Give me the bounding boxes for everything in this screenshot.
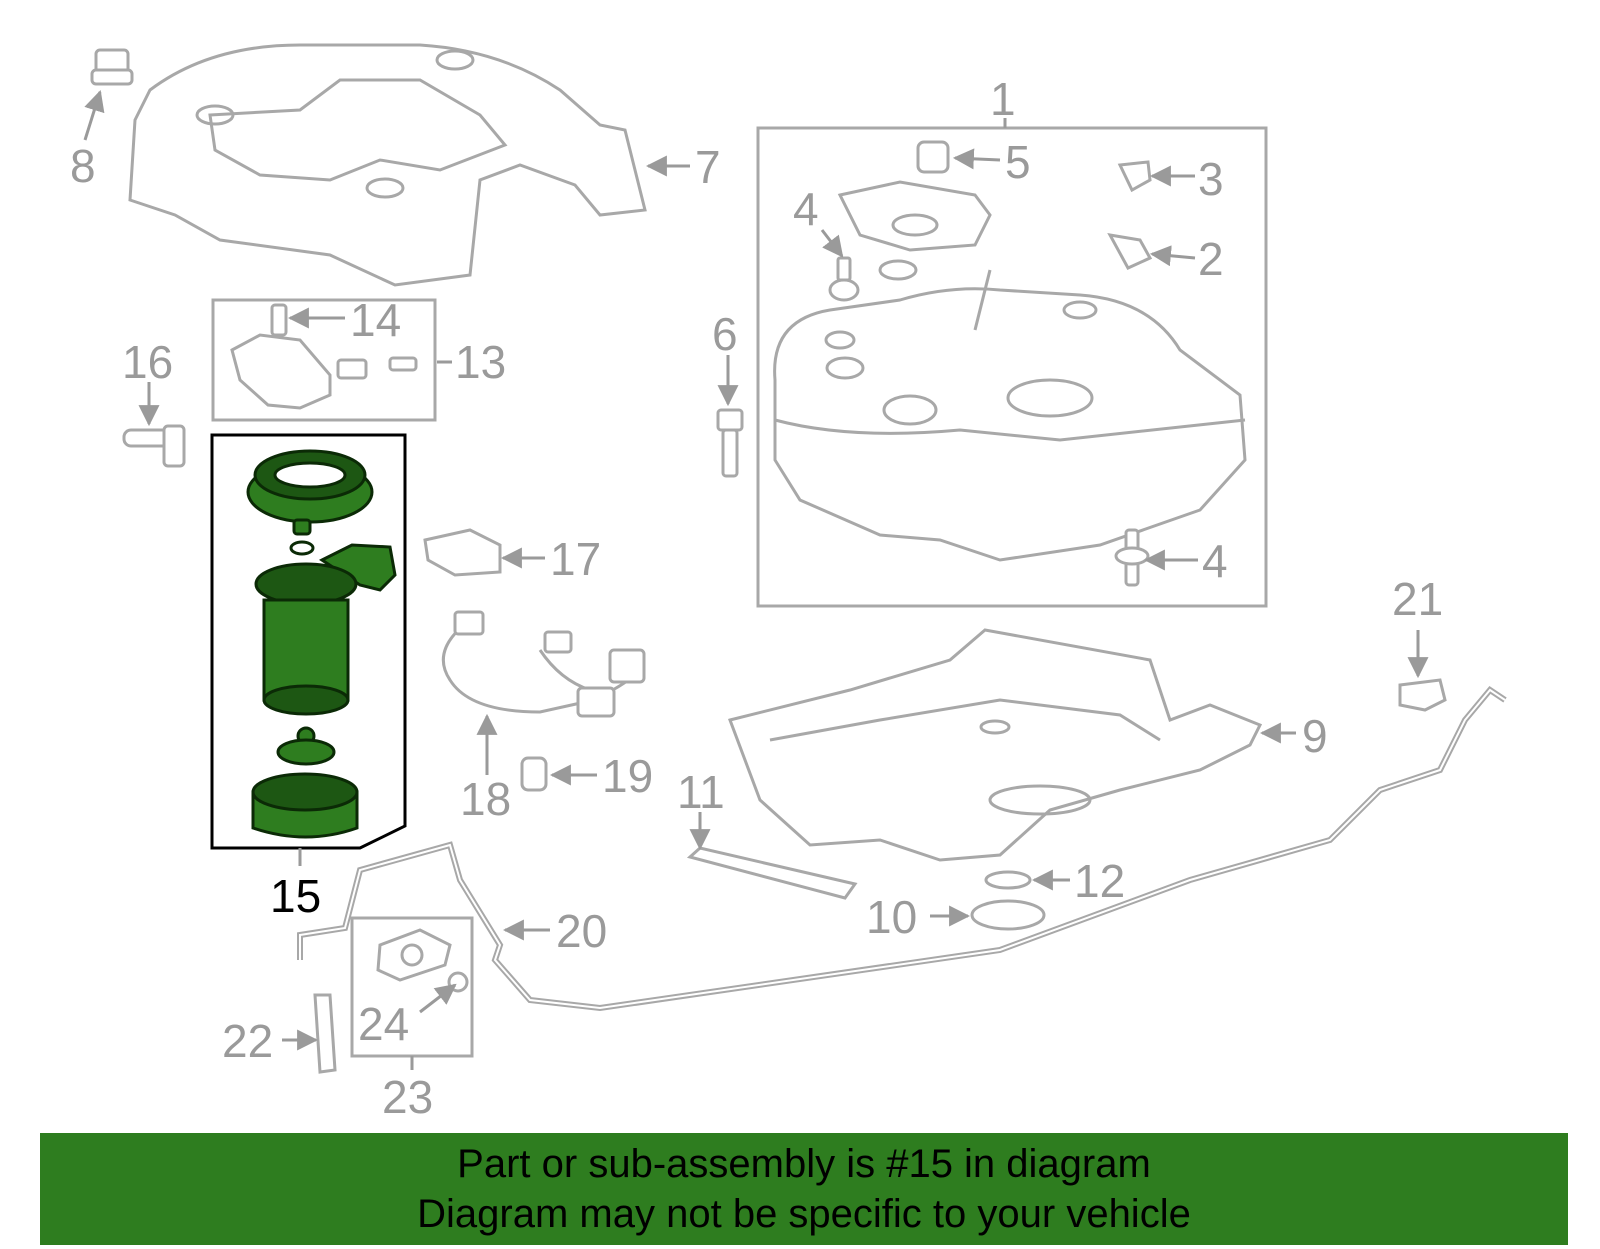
sensor-connector-part (423, 528, 502, 577)
callout-11: 11 (677, 766, 725, 818)
clip-part-3 (1117, 160, 1152, 193)
callout-24: 24 (358, 998, 409, 1050)
grommet-part (90, 48, 134, 86)
bolt-part-4a (828, 256, 860, 302)
notice-banner: Part or sub-assembly is #15 in diagram D… (40, 1133, 1568, 1245)
callout-9: 9 (1302, 710, 1328, 762)
sensor-module-part (230, 303, 418, 410)
callout-21: 21 (1392, 573, 1443, 625)
heat-shield-part (128, 43, 647, 287)
clip-part (520, 756, 548, 792)
callout-7: 7 (695, 141, 721, 193)
callout-12: 12 (1074, 855, 1125, 907)
callout-14: 14 (350, 294, 401, 346)
bracket-part-22 (313, 993, 337, 1074)
callout-17: 17 (550, 533, 601, 585)
parts-diagram: 1 2 3 4 4 5 6 7 8 9 10 11 12 13 14 15 16… (70, 43, 1507, 1123)
pad-part (686, 846, 858, 900)
sender-seal-part (837, 180, 992, 281)
callout-19: 19 (602, 750, 653, 802)
seal-part-10 (970, 899, 1046, 931)
sensor-group-box (211, 298, 437, 422)
connector-part (122, 424, 186, 468)
callout-23: 23 (382, 1071, 433, 1123)
wiring-harness-part (441, 610, 646, 718)
callout-15: 15 (270, 870, 321, 922)
callout-22: 22 (222, 1015, 273, 1067)
fuel-line-part-inner (299, 688, 1506, 1010)
callout-16: 16 (122, 336, 173, 388)
lower-shield-part (728, 628, 1263, 862)
callout-3: 3 (1198, 153, 1224, 205)
bolt-part-6 (716, 408, 744, 478)
banner-line-2: Diagram may not be specific to your vehi… (417, 1192, 1191, 1236)
callout-2: 2 (1198, 233, 1224, 285)
callout-13: 13 (455, 336, 506, 388)
callout-20: 20 (556, 905, 607, 957)
callout-4a: 4 (793, 183, 819, 235)
callout-6: 6 (712, 308, 738, 360)
callout-5: 5 (1005, 136, 1031, 188)
leader-lines (83, 89, 1429, 1070)
fuel-pump-assembly-box (210, 433, 407, 850)
fuel-tank-box (756, 126, 1268, 608)
callout-1: 1 (990, 73, 1016, 125)
fuel-tank-part (773, 269, 1247, 562)
clip-part-2 (1107, 233, 1153, 270)
fuel-pump-assembly (246, 449, 397, 839)
callout-8: 8 (70, 140, 96, 192)
callout-4b: 4 (1202, 535, 1228, 587)
bracket-part-21 (1398, 678, 1447, 712)
bolt-part-4b (1114, 528, 1150, 587)
callout-18: 18 (460, 773, 511, 825)
vent-valve-part (916, 140, 950, 174)
fill-bracket-part (376, 928, 469, 993)
banner-line-1: Part or sub-assembly is #15 in diagram (457, 1142, 1151, 1186)
seal-part-12 (984, 870, 1032, 890)
callout-10: 10 (866, 891, 917, 943)
